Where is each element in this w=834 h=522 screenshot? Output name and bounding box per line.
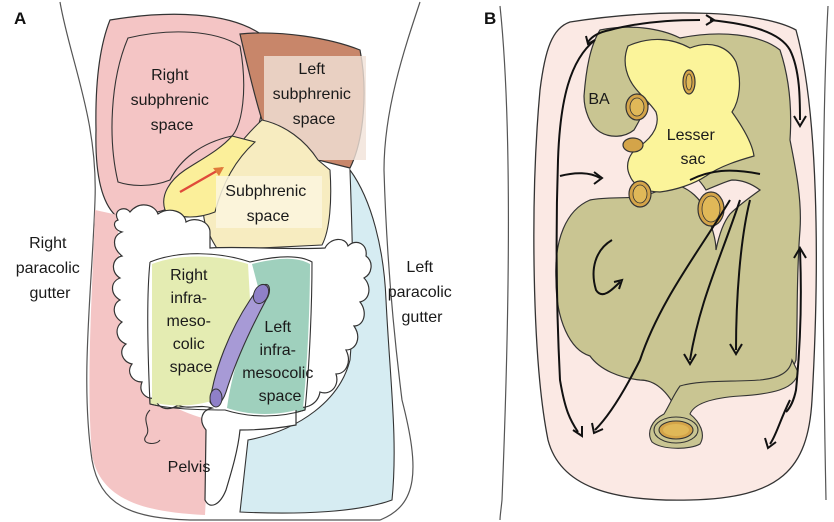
label-right-inframesocolic: Right infra- meso- colic space — [167, 267, 216, 376]
vessel-3 — [623, 138, 643, 152]
vessel-4-inner — [633, 185, 647, 203]
lower-vessel-inner — [663, 424, 689, 436]
panel-b: B — [484, 6, 828, 520]
label-ba: BA — [588, 91, 610, 108]
label-pelvis: Pelvis — [168, 459, 211, 476]
panel-a: A — [14, 2, 456, 520]
label-left-paracolic: Left paracolic gutter — [388, 259, 456, 326]
vessel-5-inner — [702, 196, 720, 222]
label-right-paracolic: Right paracolic gutter — [16, 235, 84, 302]
panel-b-left-side — [500, 6, 509, 520]
vessel-2-inner — [686, 74, 692, 90]
panel-a-letter: A — [14, 9, 26, 28]
panel-b-letter: B — [484, 9, 496, 28]
vessel-1-inner — [630, 98, 644, 116]
panel-b-right-side — [823, 6, 828, 500]
mesentery-bottom-node-top — [210, 389, 222, 407]
